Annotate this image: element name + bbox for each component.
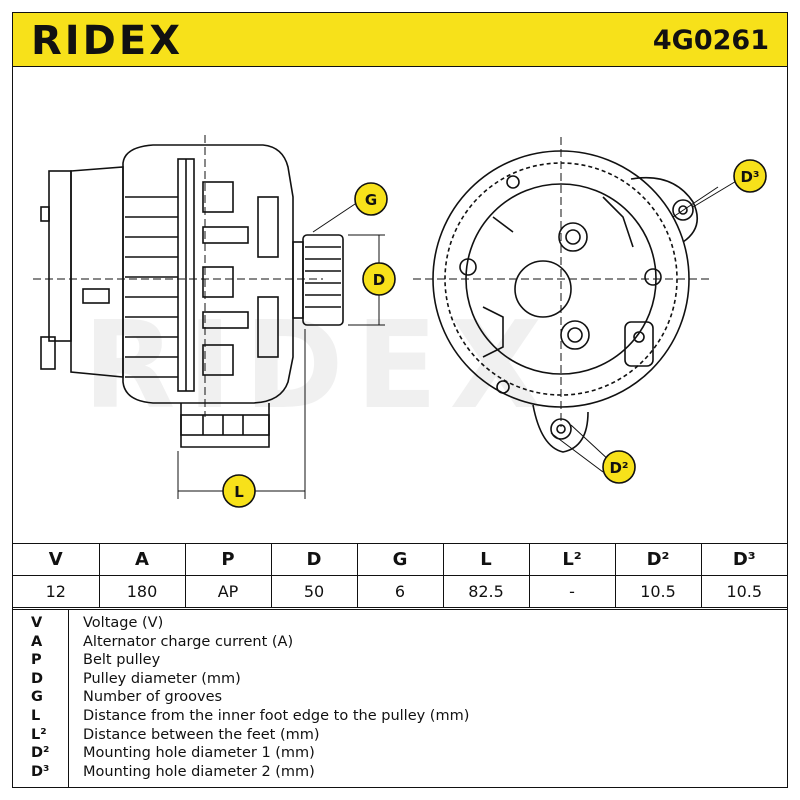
legend-item: D Pulley diameter (mm) [13,670,787,689]
callout-d2: D² [602,450,636,484]
part-number: 4G0261 [652,25,769,56]
spec-value-cell: 6 [356,575,444,608]
legend-description: Voltage (V) [83,615,164,631]
technical-drawing: RIDEX [13,67,787,543]
spec-header-cell: L [442,543,530,576]
callout-d2-label: D² [609,459,628,477]
alternator-end-view [413,137,744,473]
legend-symbol: V [31,615,43,631]
product-sheet: RIDEX 4G0261 RIDEX [12,12,788,788]
legend-description: Distance from the inner foot edge to the… [83,708,470,724]
callout-l-label: L [234,483,244,501]
spec-header-cell: V [13,543,100,576]
callout-l: L [222,474,256,508]
legend-divider [13,610,69,787]
watermark: RIDEX [83,297,555,436]
spec-header-row: V A P D G L L² D² D³ [13,543,787,576]
spec-header-cell: G [356,543,444,576]
spec-value-row: 12 180 AP 50 6 82.5 - 10.5 10.5 [13,575,787,608]
callout-g-label: G [365,191,377,209]
legend-description: Number of grooves [83,689,223,706]
legend: V Voltage (V) A Alternator charge curren… [13,609,787,787]
legend-symbol: D³ [31,763,50,780]
legend-symbol: D² [31,745,50,762]
alternator-side-view [33,135,385,499]
legend-symbol: D [31,670,44,687]
spec-value-cell: 50 [270,575,358,608]
legend-symbol: A [31,633,43,650]
legend-symbol: P [31,652,42,669]
spec-header-cell: D² [614,543,702,576]
alternator-drawing: G D L D³ D² [33,135,767,508]
callout-d3: D³ [733,159,767,193]
callout-d3-label: D³ [740,168,759,186]
spec-value-cell: 10.5 [700,575,787,608]
header-bar: RIDEX 4G0261 [13,13,787,67]
legend-description: Belt pulley [83,652,161,669]
legend-item: V Voltage (V) [13,614,787,633]
spec-value-cell: 12 [13,575,100,608]
callout-d-label: D [373,271,385,289]
legend-item: L² Distance between the feet (mm) [13,726,787,745]
legend-item: D³ Mounting hole diameter 2 (mm) [13,763,787,782]
legend-symbol: L² [31,726,47,743]
spec-value-cell: 10.5 [614,575,702,608]
spec-header-cell: L² [528,543,616,576]
legend-symbol: G [31,689,43,706]
spec-table: V A P D G L L² D² D³ 12 180 AP 50 6 82.5… [13,543,787,608]
spec-header-cell: D [270,543,358,576]
spec-value-cell: AP [184,575,272,608]
legend-description: Distance between the feet (mm) [83,726,320,743]
legend-description: Mounting hole diameter 2 (mm) [83,763,315,780]
spec-header-cell: A [98,543,186,576]
legend-item: P Belt pulley [13,651,787,670]
legend-symbol: L [31,708,41,724]
legend-item: A Alternator charge current (A) [13,633,787,652]
callout-g: G [354,182,388,216]
callout-d: D [362,262,396,296]
spec-value-cell: 82.5 [442,575,530,608]
legend-item: L Distance from the inner foot edge to t… [13,707,787,726]
legend-description: Alternator charge current (A) [83,633,294,650]
spec-value-cell: - [528,575,616,608]
spec-value-cell: 180 [98,575,186,608]
legend-item: D² Mounting hole diameter 1 (mm) [13,744,787,763]
brand-logo: RIDEX [31,18,184,64]
legend-description: Pulley diameter (mm) [83,670,241,687]
legend-item: G Number of grooves [13,688,787,707]
legend-description: Mounting hole diameter 1 (mm) [83,745,315,762]
spec-header-cell: P [184,543,272,576]
spec-header-cell: D³ [700,543,787,576]
